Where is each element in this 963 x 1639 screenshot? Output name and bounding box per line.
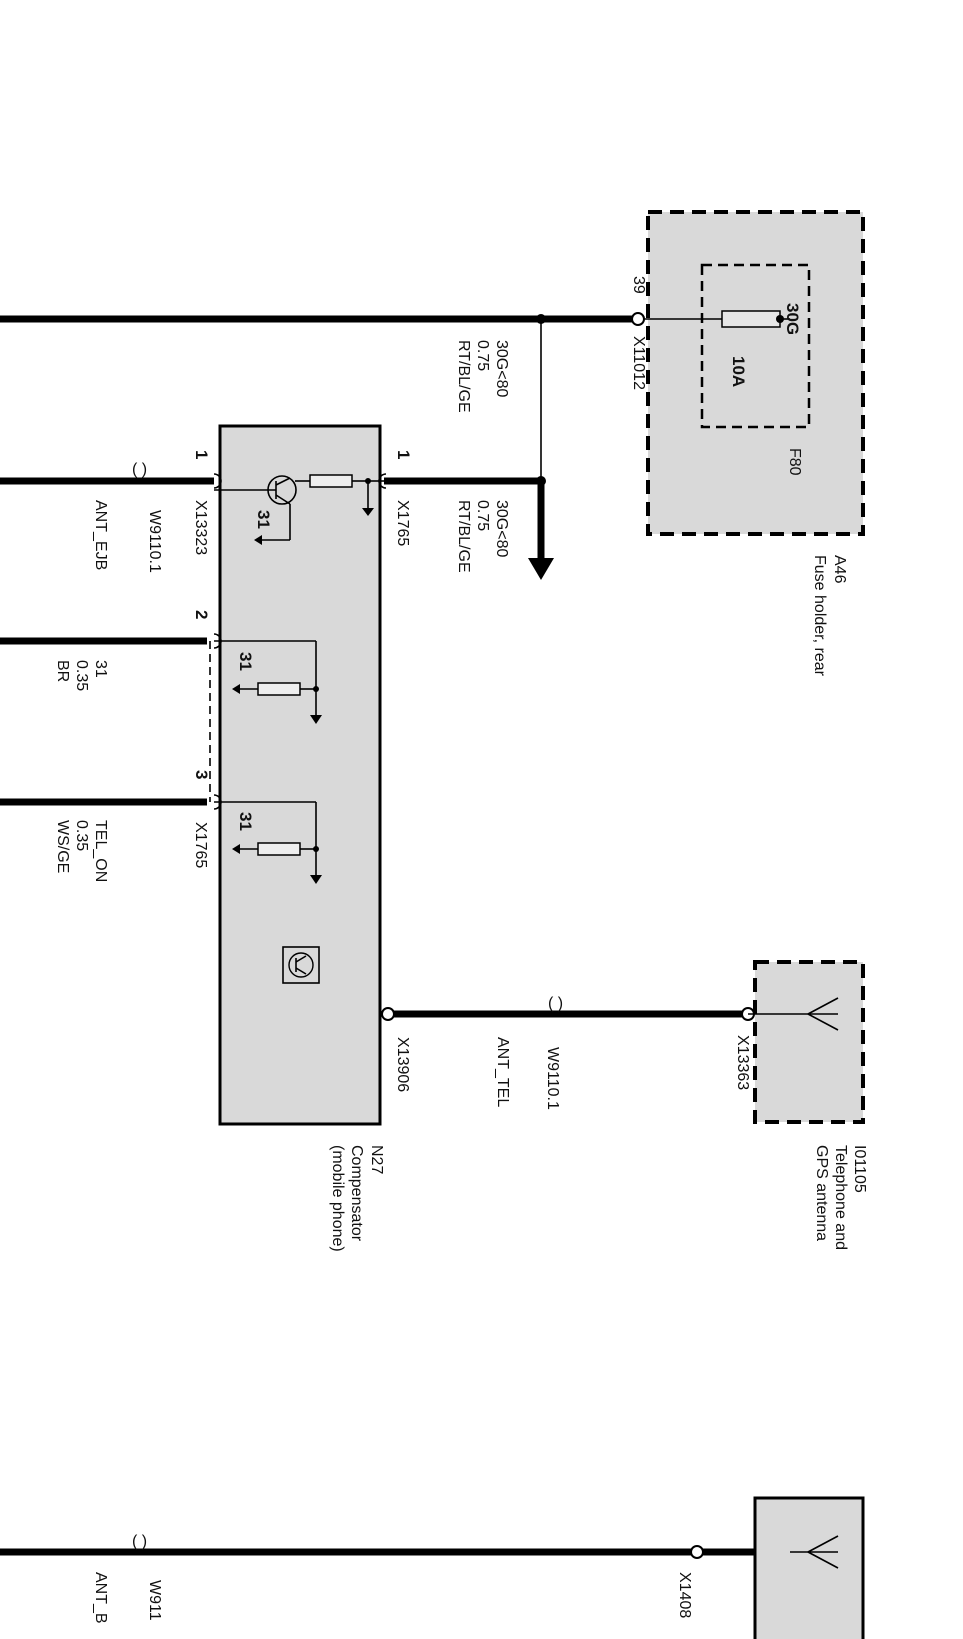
fuse-id-label: F80 <box>786 448 803 476</box>
fuse-holder-box <box>646 210 865 536</box>
ant-tel-bundle: W9110.1 <box>544 1047 561 1110</box>
antenna-id: I01105 <box>851 1145 868 1193</box>
wire-31-signal: 31 <box>92 660 109 678</box>
svg-text:( ): ( ) <box>548 995 563 1012</box>
bottom-signal: ANT_B <box>92 1572 109 1624</box>
antenna-name-2: GPS antenna <box>813 1145 830 1241</box>
svg-text:( ): ( ) <box>132 1533 147 1550</box>
antenna-name-1: Telephone and <box>832 1145 849 1250</box>
pin-39-socket <box>631 312 645 326</box>
pin1-top-label: 1 <box>394 450 413 459</box>
x13906-socket <box>381 1007 395 1021</box>
continuation-arrow <box>528 558 554 580</box>
compensator-id: N27 <box>368 1145 385 1174</box>
compensator-box <box>218 424 382 1126</box>
pin3-label: 3 <box>192 770 211 779</box>
ground-label-3: 31 <box>236 812 255 831</box>
fuse-holder-name: Fuse holder, rear <box>811 555 828 677</box>
pin1-bottom-label: 1 <box>192 450 211 459</box>
fuse-terminal-dot <box>776 315 784 323</box>
compensator-name-1: Compensator <box>348 1145 365 1242</box>
wire-top-signal: 30G<80 <box>493 340 510 397</box>
wire-top-color: RT/BL/GE <box>455 340 472 413</box>
fuse-element <box>721 310 781 328</box>
wire-ant-ejb-signal: ANT_EJB <box>92 500 109 570</box>
device-symbol <box>282 946 320 984</box>
wire-tel-on-signal: TEL_ON <box>92 820 109 882</box>
resistor-r1 <box>309 474 353 488</box>
bottom-connector-label: X1408 <box>676 1572 693 1618</box>
wire-31-color: BR <box>54 660 71 682</box>
wire-tel-on-color: WS/GE <box>54 820 71 873</box>
fuse-holder-id: A46 <box>831 555 848 584</box>
wire-mid-signal: 30G<80 <box>493 500 510 557</box>
resistor-r3 <box>257 842 301 856</box>
wire-ant-ejb-bundle: W9110.1 <box>146 510 163 573</box>
ground-label-1: 31 <box>254 510 273 529</box>
wire-tel-on-gauge: 0.35 <box>73 820 90 851</box>
wire-mid-color: RT/BL/GE <box>455 500 472 573</box>
pin2-label: 2 <box>192 610 211 619</box>
svg-text:( ): ( ) <box>132 461 147 478</box>
ground-label-2: 31 <box>236 652 255 671</box>
antenna-box <box>753 960 865 1124</box>
fuse-holder-connector: X11012 <box>630 336 647 390</box>
pin1-bottom-connector: X13323 <box>192 500 209 555</box>
fuse-inner-box <box>700 263 811 429</box>
fuse-terminal-label: 30G <box>783 303 802 335</box>
fuse-holder-pin: 39 <box>630 276 647 294</box>
fuse-rating-label: 10A <box>729 356 748 387</box>
wire-31-gauge: 0.35 <box>73 660 90 691</box>
x13363-label: X13363 <box>734 1035 751 1090</box>
wire-mid-gauge: 0.75 <box>474 500 491 531</box>
x13906-label: X13906 <box>394 1037 411 1092</box>
pin3-connector: X1765 <box>192 822 209 868</box>
ant-tel-signal: ANT_TEL <box>494 1037 511 1107</box>
bottom-antenna-box <box>753 1496 865 1639</box>
x1408-socket <box>690 1545 704 1559</box>
wire-top-gauge: 0.75 <box>474 340 491 371</box>
resistor-r2 <box>257 682 301 696</box>
bottom-bundle: W911 <box>146 1580 163 1621</box>
pin1-top-connector: X1765 <box>394 500 411 546</box>
compensator-name-2: (mobile phone) <box>329 1145 346 1252</box>
